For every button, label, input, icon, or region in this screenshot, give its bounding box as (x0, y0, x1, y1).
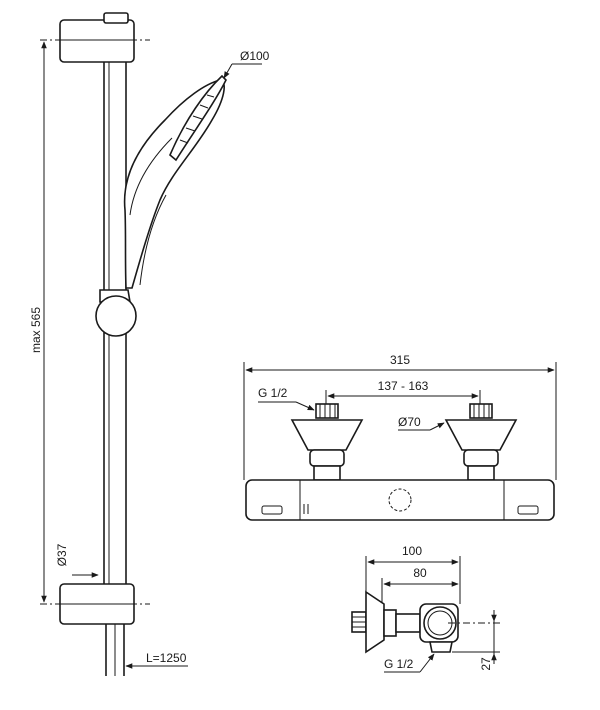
side-offset-label: 27 (479, 657, 493, 671)
left-inlet-connector (290, 403, 364, 481)
mixer-flange-label: Ø70 (398, 415, 421, 429)
shower-hose (105, 624, 125, 676)
rail-diameter-label: Ø37 (55, 543, 69, 566)
mixer-body (245, 479, 555, 521)
mixer-side-body (351, 590, 459, 654)
hose-length-label: L=1250 (146, 651, 187, 665)
right-inlet-connector (444, 403, 518, 481)
side-inner-depth-label: 80 (413, 566, 427, 580)
mixer-side-view: 100 80 G 1/2 27 (351, 544, 500, 673)
slider-knob (95, 295, 137, 337)
mixer-centers-label: 137 - 163 (378, 379, 429, 393)
top-wall-bracket (59, 19, 135, 63)
shower-spray-nozzles (179, 94, 215, 144)
hand-shower (123, 79, 225, 289)
mixer-width-label: 315 (390, 353, 410, 367)
mixer-front-view: 315 137 - 163 G 1/2 Ø70 (243, 353, 557, 521)
mixer-thread-label: G 1/2 (258, 386, 288, 400)
rail-height-label: max 565 (29, 307, 43, 353)
shower-rail-view: max 565 Ø100 Ø37 (29, 12, 270, 676)
head-diameter-label: Ø100 (240, 49, 270, 63)
mixer-outlet-circle (388, 488, 412, 512)
side-depth-label: 100 (402, 544, 422, 558)
side-thread-label: G 1/2 (384, 657, 414, 671)
